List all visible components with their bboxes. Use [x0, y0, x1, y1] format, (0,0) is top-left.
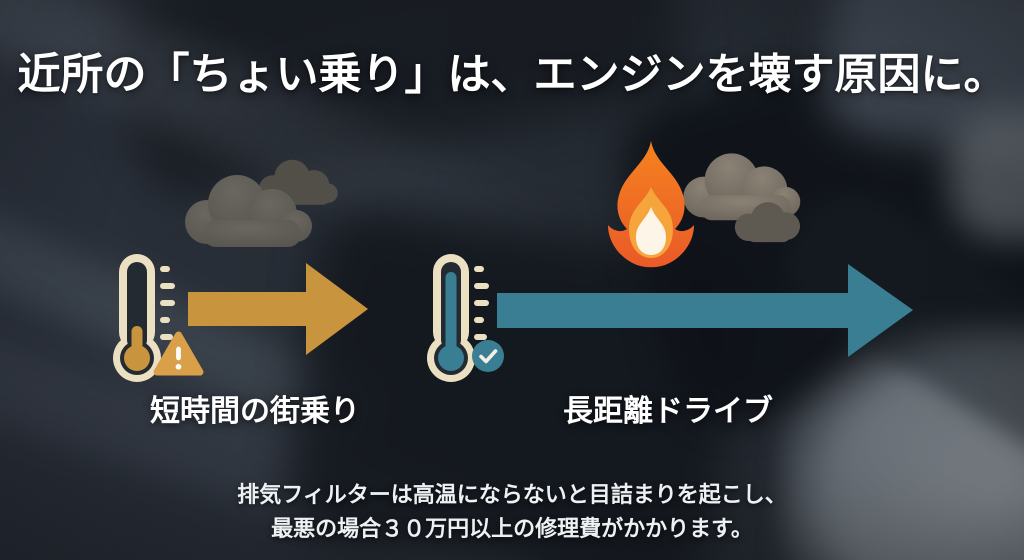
- label-short-trip: 短時間の街乗り: [150, 395, 360, 428]
- label-long-drive: 長距離ドライブ: [563, 395, 773, 428]
- flame-core: [636, 207, 666, 255]
- long-teal-arrow: [497, 264, 913, 357]
- caption: 排気フィルターは高温にならないと目詰まりを起こし、 最悪の場合３０万円以上の修理…: [0, 478, 1024, 546]
- short-gold-arrow: [188, 263, 368, 355]
- thermometer-scale-ticks: [160, 266, 175, 340]
- dark-exhaust-cloud-front-icon: [168, 162, 326, 252]
- caption-line-1: 排気フィルターは高温にならないと目詰まりを起こし、: [237, 482, 787, 507]
- thermometer-low-icon: [110, 252, 180, 384]
- thermometer-mercury-low: [124, 326, 150, 371]
- thermometer-high-icon: [424, 252, 494, 384]
- exhaust-cloud-small-icon: [728, 192, 808, 250]
- thermometer-mercury-high: [438, 272, 464, 371]
- background-light-patch: [950, 110, 1024, 240]
- warning-triangle-icon: [152, 330, 205, 377]
- caption-line-2: 最悪の場合３０万円以上の修理費がかかります。: [271, 516, 753, 541]
- headline: 近所の「ちょい乗り」は、エンジンを壊す原因に。: [17, 51, 1007, 99]
- thermometer-scale-ticks: [474, 266, 489, 340]
- fire-flame-icon: [601, 139, 701, 271]
- check-circle-icon: [472, 340, 504, 372]
- exhaust-cloud-icon: [674, 136, 804, 234]
